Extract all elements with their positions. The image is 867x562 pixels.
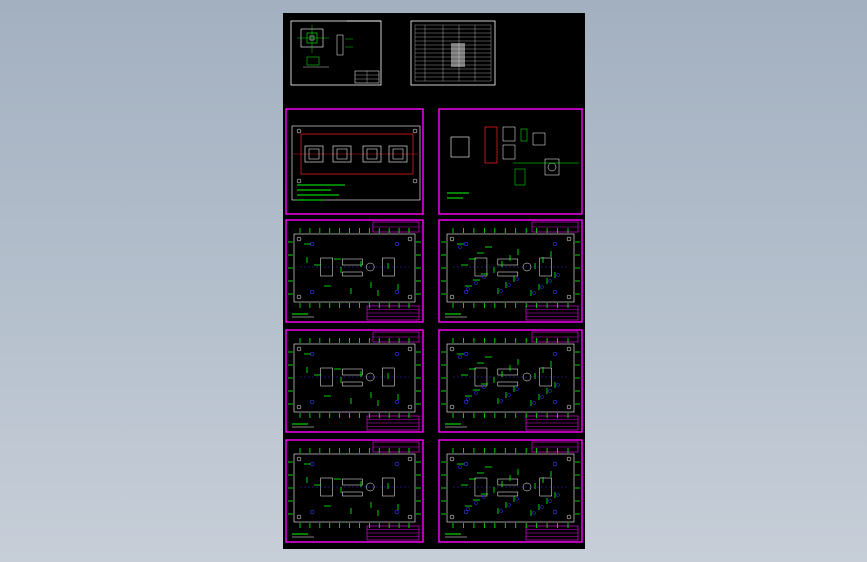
strip-notes	[297, 184, 345, 201]
sheet-stripper-plate[interactable]	[438, 329, 583, 433]
strip-layout-stations	[304, 145, 408, 163]
sheet-upper-die-plate[interactable]	[285, 219, 424, 323]
sheet-frame	[438, 439, 583, 543]
sheet-frame	[285, 219, 424, 323]
sheet-bill-of-materials[interactable]	[410, 20, 496, 86]
sheet-assembly-drawing[interactable]	[290, 20, 382, 86]
sheet-die-set-plate-b[interactable]	[438, 439, 583, 543]
sheet-strip-layout[interactable]	[285, 108, 424, 215]
sheet-frame	[438, 329, 583, 433]
bom-table-grid	[414, 24, 492, 82]
sheet-lower-die-plate[interactable]	[438, 219, 583, 323]
sheet-frame	[285, 439, 424, 543]
sheet-frame	[285, 329, 424, 433]
die-plate-sheets[interactable]	[285, 219, 583, 543]
drawing-sheet-canvas[interactable]	[283, 13, 585, 549]
sheet-frame	[438, 219, 583, 323]
sheet-punch-holder-plate[interactable]	[285, 329, 424, 433]
sheet-punch-parts[interactable]	[438, 108, 583, 215]
sheet-die-set-plate-a[interactable]	[285, 439, 424, 543]
